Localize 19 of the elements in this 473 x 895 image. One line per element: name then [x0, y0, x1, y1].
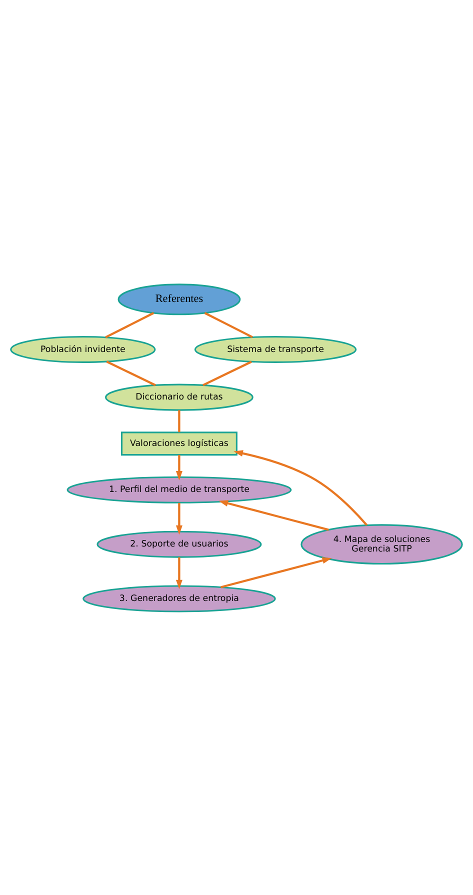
connector	[178, 410, 180, 432]
node-ellipse: Diccionario de rutas	[105, 383, 254, 410]
node-ellipse: Población invidente	[10, 335, 156, 362]
arrow	[218, 500, 329, 530]
connector	[105, 312, 154, 338]
arrow	[220, 556, 332, 588]
arrow	[176, 502, 182, 534]
arrow	[176, 556, 182, 589]
node-box: Valoraciones logísticas	[120, 431, 238, 456]
arrow	[234, 450, 368, 526]
node-ellipse: Sistema de transporte	[194, 335, 357, 362]
node-ellipse: Referentes	[118, 283, 241, 315]
connector	[106, 360, 156, 386]
arrow	[176, 454, 182, 480]
node-ellipse: 1. Perfil del medio de transporte	[66, 476, 292, 503]
connector	[202, 360, 252, 386]
node-ellipse: 2. Soporte de usuarios	[96, 530, 262, 558]
connector	[204, 312, 253, 338]
node-ellipse: 3. Generadores de entropia	[82, 584, 276, 612]
